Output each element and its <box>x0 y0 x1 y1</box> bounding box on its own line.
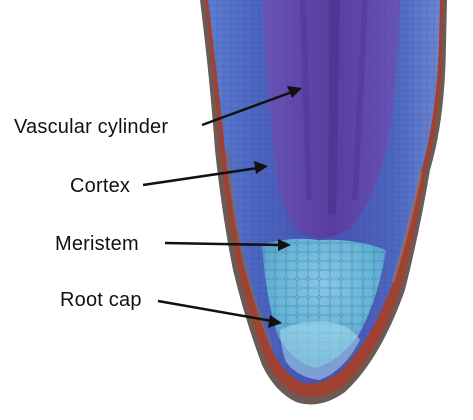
root-cap-arrow <box>157 299 273 323</box>
meristem-label: Meristem <box>55 233 139 255</box>
cortex-label: Cortex <box>70 175 131 197</box>
root-cap-region <box>280 321 360 380</box>
vascular-cylinder-label: Vascular cylinder <box>14 116 169 138</box>
cortex-arrow <box>142 166 259 187</box>
vascular-cylinder-arrow <box>201 90 293 127</box>
root-cap-label: Root cap <box>60 289 142 311</box>
meristem-arrow <box>164 241 281 247</box>
